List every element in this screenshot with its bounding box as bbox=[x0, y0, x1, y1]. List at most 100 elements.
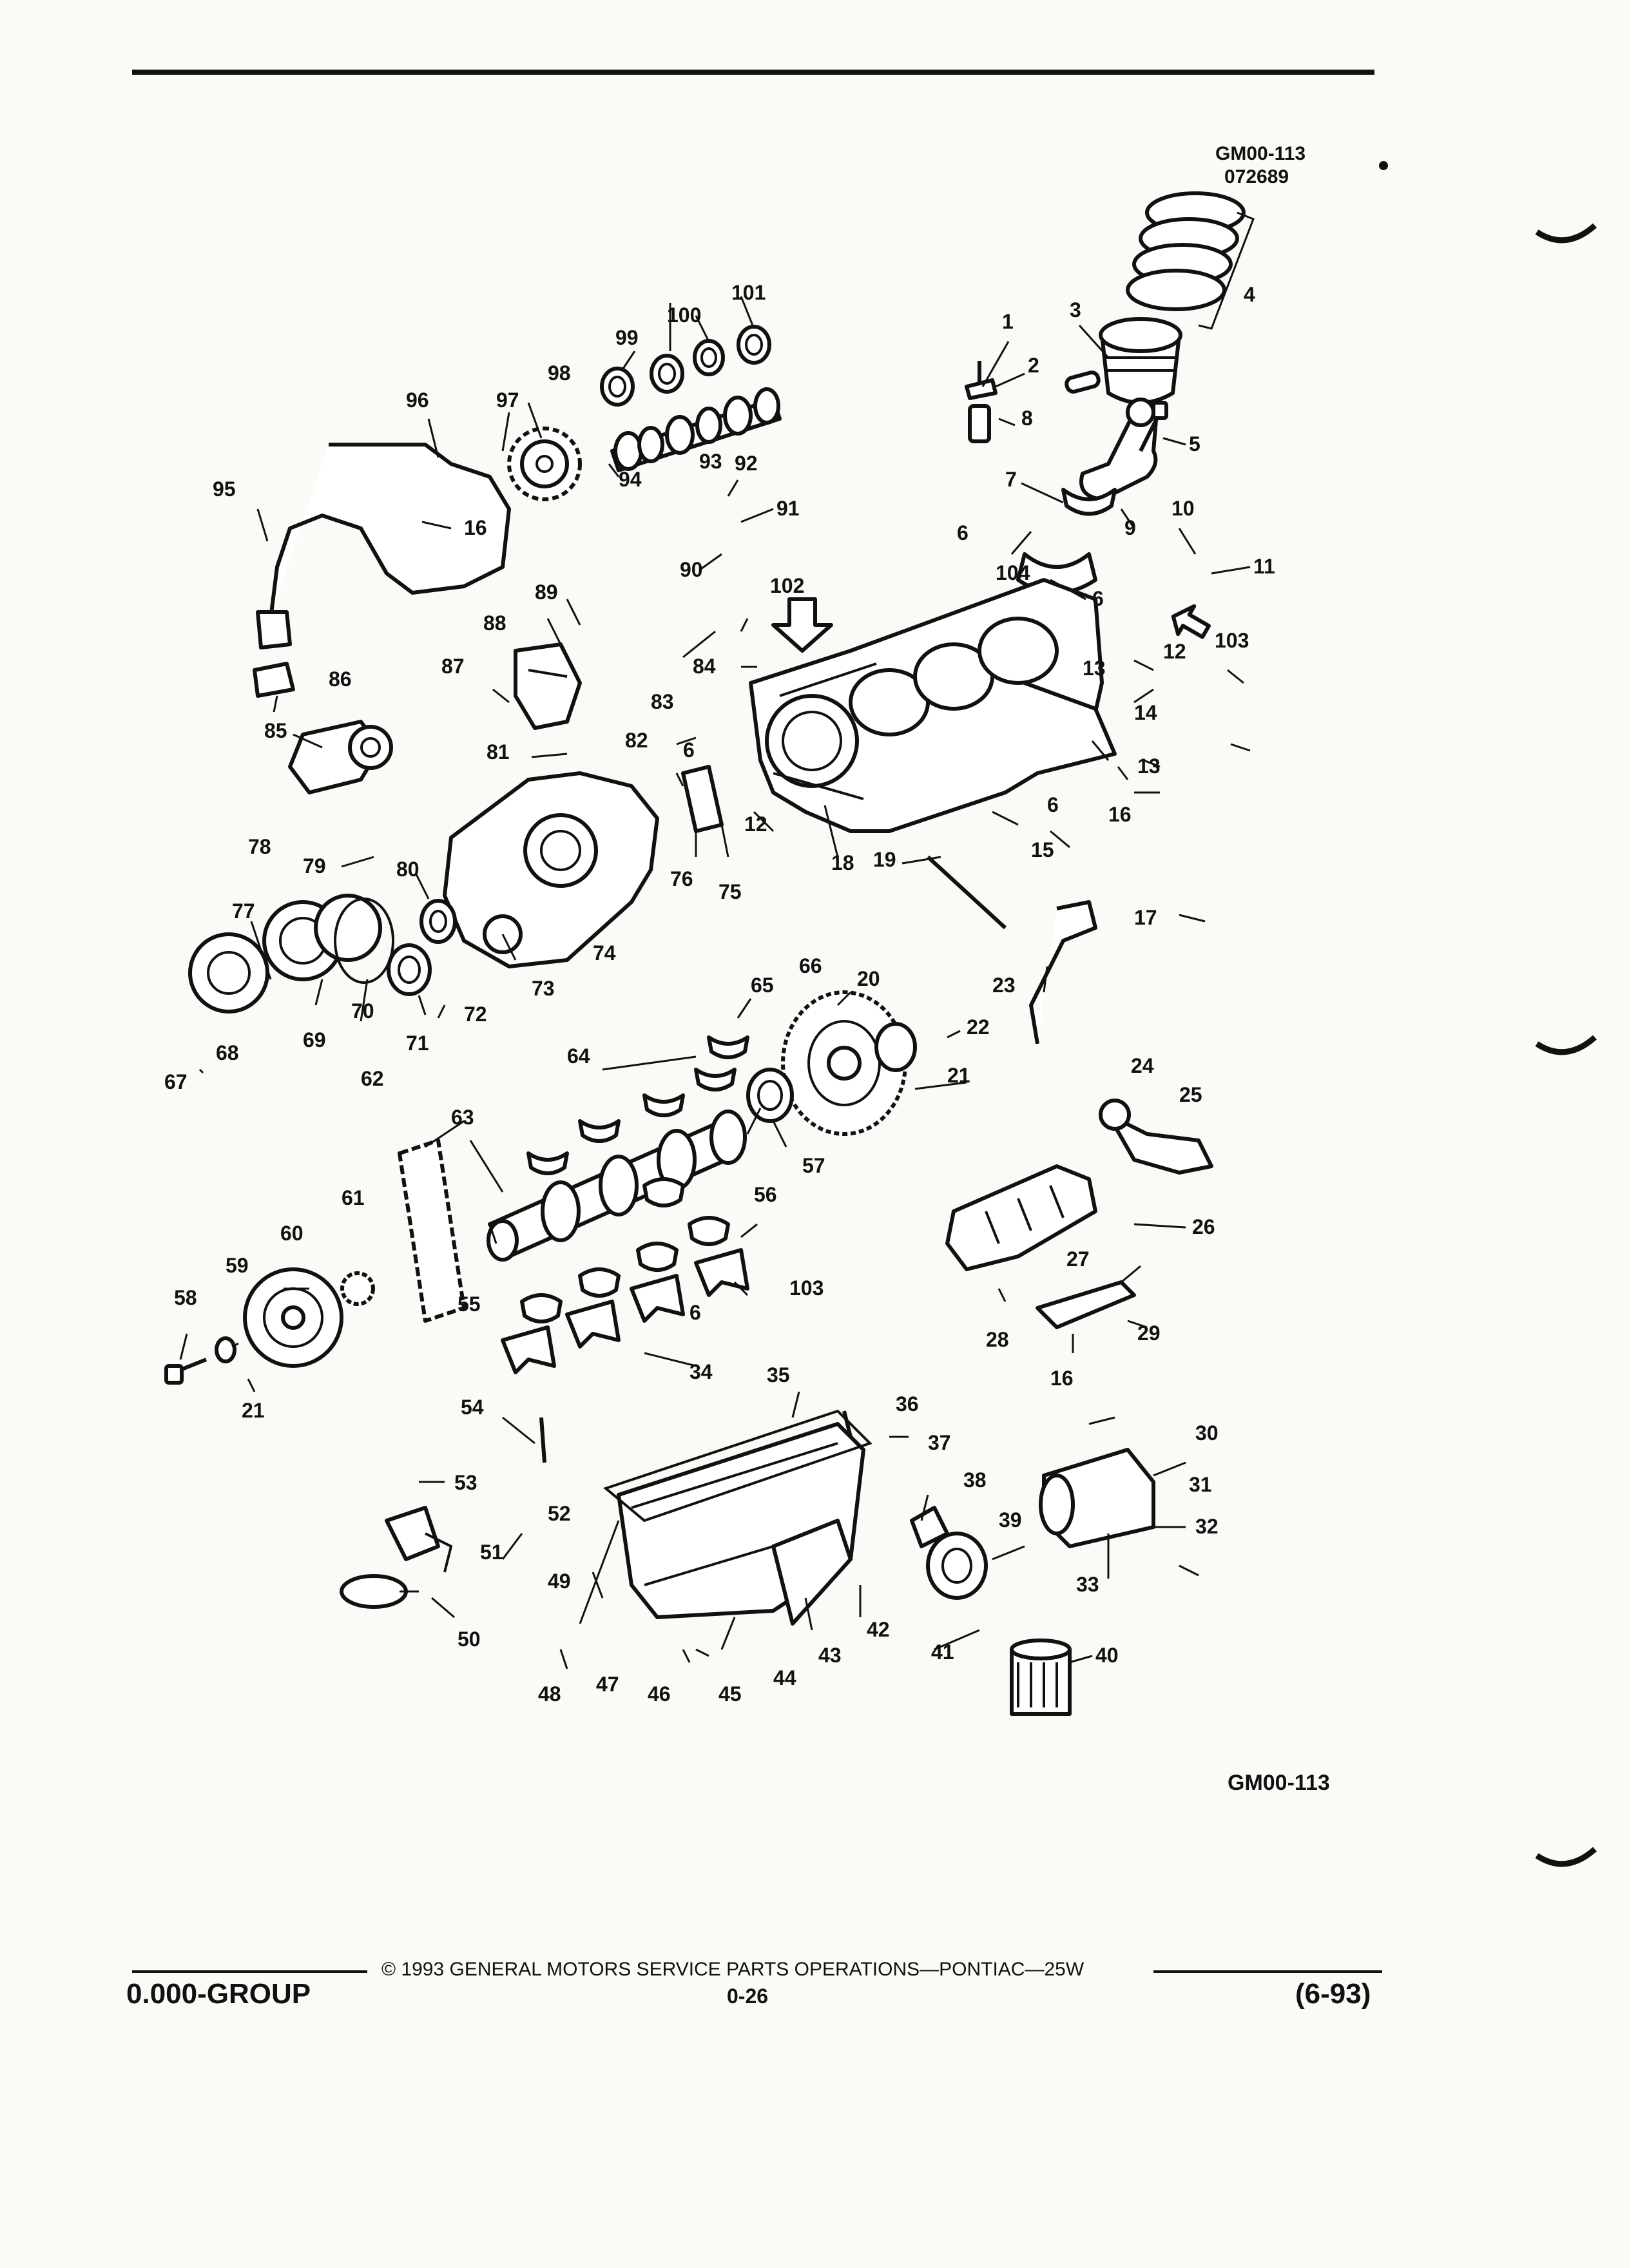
main-bearing-lower-set bbox=[520, 1177, 730, 1323]
callout-24: 24 bbox=[1131, 1054, 1154, 1077]
starter-motor bbox=[1039, 1448, 1155, 1548]
callout-79: 79 bbox=[303, 854, 326, 878]
oil-pan bbox=[617, 1422, 865, 1626]
cylinder-block bbox=[749, 578, 1117, 833]
callout-67: 67 bbox=[164, 1070, 188, 1093]
oil-filter bbox=[1010, 1639, 1072, 1716]
callout-43: 43 bbox=[818, 1644, 842, 1667]
callout-13b: 13 bbox=[1137, 754, 1161, 778]
heat-shield-29 bbox=[1036, 1280, 1136, 1329]
oil-dipstick-19 bbox=[926, 855, 1007, 930]
callout-leaders bbox=[179, 296, 1251, 1669]
footer-page-number: 0-26 bbox=[727, 1984, 769, 2008]
view-arrow-102 bbox=[771, 597, 833, 653]
callout-55: 55 bbox=[458, 1293, 481, 1316]
callout-57: 57 bbox=[802, 1154, 825, 1177]
cam-bearing-99 bbox=[600, 367, 635, 407]
callout-53: 53 bbox=[454, 1471, 477, 1494]
bracket-75 bbox=[681, 765, 724, 833]
callout-26: 26 bbox=[1192, 1215, 1215, 1238]
callout-93: 93 bbox=[699, 450, 722, 473]
callout-10: 10 bbox=[1171, 497, 1195, 520]
callout-labels: 1 2 3 4 5 6 7 8 9 10 11 12 13 14 15 16 1… bbox=[164, 281, 1275, 1706]
callout-90: 90 bbox=[680, 558, 703, 581]
rod-bolt bbox=[1139, 401, 1168, 452]
crank-pulley bbox=[243, 1267, 343, 1368]
callout-59: 59 bbox=[226, 1254, 249, 1277]
cam-sprocket bbox=[507, 427, 582, 501]
callout-77: 77 bbox=[232, 899, 255, 923]
callout-6: 6 bbox=[957, 521, 969, 544]
washer-59 bbox=[215, 1336, 236, 1363]
seal-71 bbox=[387, 943, 432, 996]
oil-pan-gasket bbox=[602, 1409, 872, 1523]
callout-16b: 16 bbox=[1108, 803, 1132, 826]
sensor-51 bbox=[340, 1506, 453, 1609]
callout-81: 81 bbox=[487, 740, 510, 764]
callout-22: 22 bbox=[967, 1015, 990, 1039]
callout-103b: 103 bbox=[789, 1276, 824, 1300]
callout-28: 28 bbox=[986, 1328, 1009, 1351]
footer-rule-right bbox=[1153, 1970, 1382, 1973]
callout-29: 29 bbox=[1137, 1321, 1161, 1345]
callout-64: 64 bbox=[567, 1044, 590, 1068]
water-pump bbox=[262, 894, 382, 981]
callout-66: 66 bbox=[799, 954, 822, 977]
seal-80 bbox=[419, 899, 457, 944]
callout-88: 88 bbox=[483, 611, 506, 635]
callout-101: 101 bbox=[731, 281, 766, 304]
oil-pressure-switch-24-25 bbox=[1099, 1099, 1213, 1175]
crankshaft bbox=[487, 1110, 747, 1262]
callout-45: 45 bbox=[718, 1682, 742, 1706]
callout-23: 23 bbox=[992, 974, 1016, 997]
callout-44: 44 bbox=[773, 1666, 796, 1689]
callout-60: 60 bbox=[280, 1222, 304, 1245]
callout-50: 50 bbox=[458, 1628, 481, 1651]
date-code: 072689 bbox=[1224, 166, 1289, 187]
connecting-rod bbox=[1079, 398, 1159, 501]
bolt-36 bbox=[842, 1410, 853, 1437]
binder-mark-middle bbox=[1535, 1035, 1597, 1055]
piston-ring-set bbox=[1126, 191, 1255, 330]
callout-21b: 21 bbox=[242, 1399, 265, 1422]
callout-99: 99 bbox=[615, 326, 639, 349]
callout-46: 46 bbox=[648, 1682, 671, 1706]
callout-86: 86 bbox=[329, 668, 352, 691]
callout-91: 91 bbox=[776, 497, 800, 520]
callout-65: 65 bbox=[751, 974, 774, 997]
camshaft bbox=[610, 387, 782, 472]
callout-62: 62 bbox=[361, 1067, 384, 1090]
figure-label: GM00-113 bbox=[1228, 1771, 1330, 1795]
callout-104: 104 bbox=[996, 561, 1030, 584]
callout-6e: 6 bbox=[689, 1301, 701, 1324]
callout-37: 37 bbox=[928, 1431, 951, 1454]
callout-30: 30 bbox=[1195, 1421, 1219, 1445]
callout-95: 95 bbox=[213, 477, 236, 501]
callout-31: 31 bbox=[1189, 1473, 1212, 1496]
callout-103: 103 bbox=[1215, 629, 1249, 652]
oil-filter-adapter bbox=[910, 1506, 988, 1600]
footer-rule-left bbox=[132, 1970, 367, 1973]
callout-54: 54 bbox=[461, 1396, 484, 1419]
callout-48: 48 bbox=[538, 1682, 561, 1706]
callout-76: 76 bbox=[670, 867, 693, 890]
callout-16c: 16 bbox=[1050, 1367, 1074, 1390]
callout-40: 40 bbox=[1095, 1644, 1119, 1667]
callout-84: 84 bbox=[693, 655, 716, 678]
callout-89: 89 bbox=[535, 581, 558, 604]
callout-78: 78 bbox=[248, 835, 271, 858]
timing-chain bbox=[398, 1139, 466, 1323]
front-cover bbox=[443, 771, 659, 968]
view-arrow-103-top bbox=[1171, 604, 1211, 639]
piston bbox=[1099, 317, 1182, 405]
callout-58: 58 bbox=[174, 1286, 197, 1309]
callout-92: 92 bbox=[735, 452, 758, 475]
callout-102: 102 bbox=[770, 574, 804, 597]
callout-6c: 6 bbox=[683, 738, 695, 762]
callout-100: 100 bbox=[667, 303, 701, 327]
seal-57 bbox=[746, 1068, 794, 1123]
callout-15: 15 bbox=[1031, 838, 1054, 861]
main-bearing-caps bbox=[501, 1248, 749, 1374]
callout-56: 56 bbox=[754, 1183, 777, 1206]
